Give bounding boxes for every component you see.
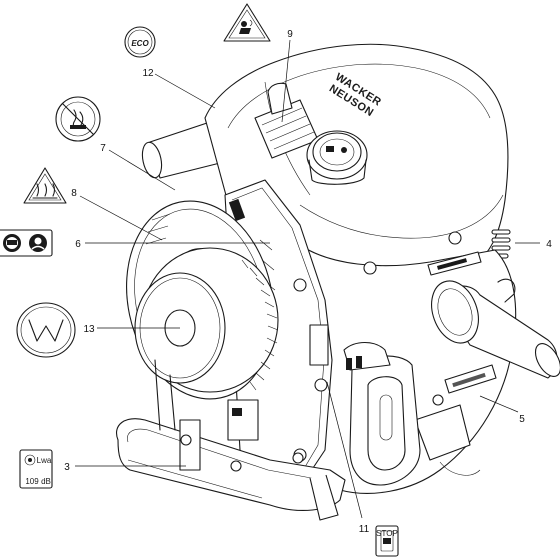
leader-lines — [75, 39, 540, 519]
callout-labels: 12 9 7 8 6 4 13 3 5 11 — [64, 29, 552, 535]
protective-gear-icon — [0, 229, 53, 257]
noise-unit: Lwa — [37, 456, 52, 465]
hood-vents — [254, 82, 319, 159]
stop-text: STOP — [376, 529, 398, 538]
leader-5 — [479, 395, 519, 413]
leader-11 — [154, 73, 216, 109]
callout-9: 9 — [287, 29, 293, 40]
engine-assembly: WACKER NEUSON — [116, 43, 560, 521]
callout-12: 11 — [359, 524, 370, 535]
leader-9 — [281, 39, 291, 123]
fuel-cap — [306, 130, 368, 185]
switch-housing — [343, 341, 421, 486]
hot-surface-warning-icon — [23, 167, 67, 204]
leader-8 — [79, 195, 163, 241]
leader-7 — [108, 149, 176, 191]
warning-triangle-icon — [223, 3, 271, 42]
stop-switch-label-icon: STOP — [375, 525, 399, 557]
callout-11: 12 — [142, 68, 154, 79]
eco-text: ECO — [131, 39, 149, 48]
base-frame — [116, 359, 346, 521]
noise-value: 109 — [25, 477, 39, 486]
no-fire-sign-icon — [55, 96, 101, 142]
brand-w-logo-icon — [16, 302, 76, 358]
eco-label-icon: ECO — [124, 26, 156, 58]
crankcase-plate — [427, 251, 497, 394]
noise-suffix: dB — [41, 477, 51, 486]
callout-5: 5 — [519, 414, 525, 425]
callout-13: 13 — [83, 324, 95, 335]
callout-7: 7 — [100, 143, 106, 154]
callout-6: 6 — [75, 239, 81, 250]
callout-3: 3 — [64, 462, 70, 473]
front-handle — [431, 278, 560, 379]
callout-4: 4 — [546, 239, 552, 250]
leader-12 — [326, 381, 363, 519]
callout-8: 8 — [71, 188, 77, 199]
noise-label-icon: Lwa 109 dB — [19, 449, 53, 489]
